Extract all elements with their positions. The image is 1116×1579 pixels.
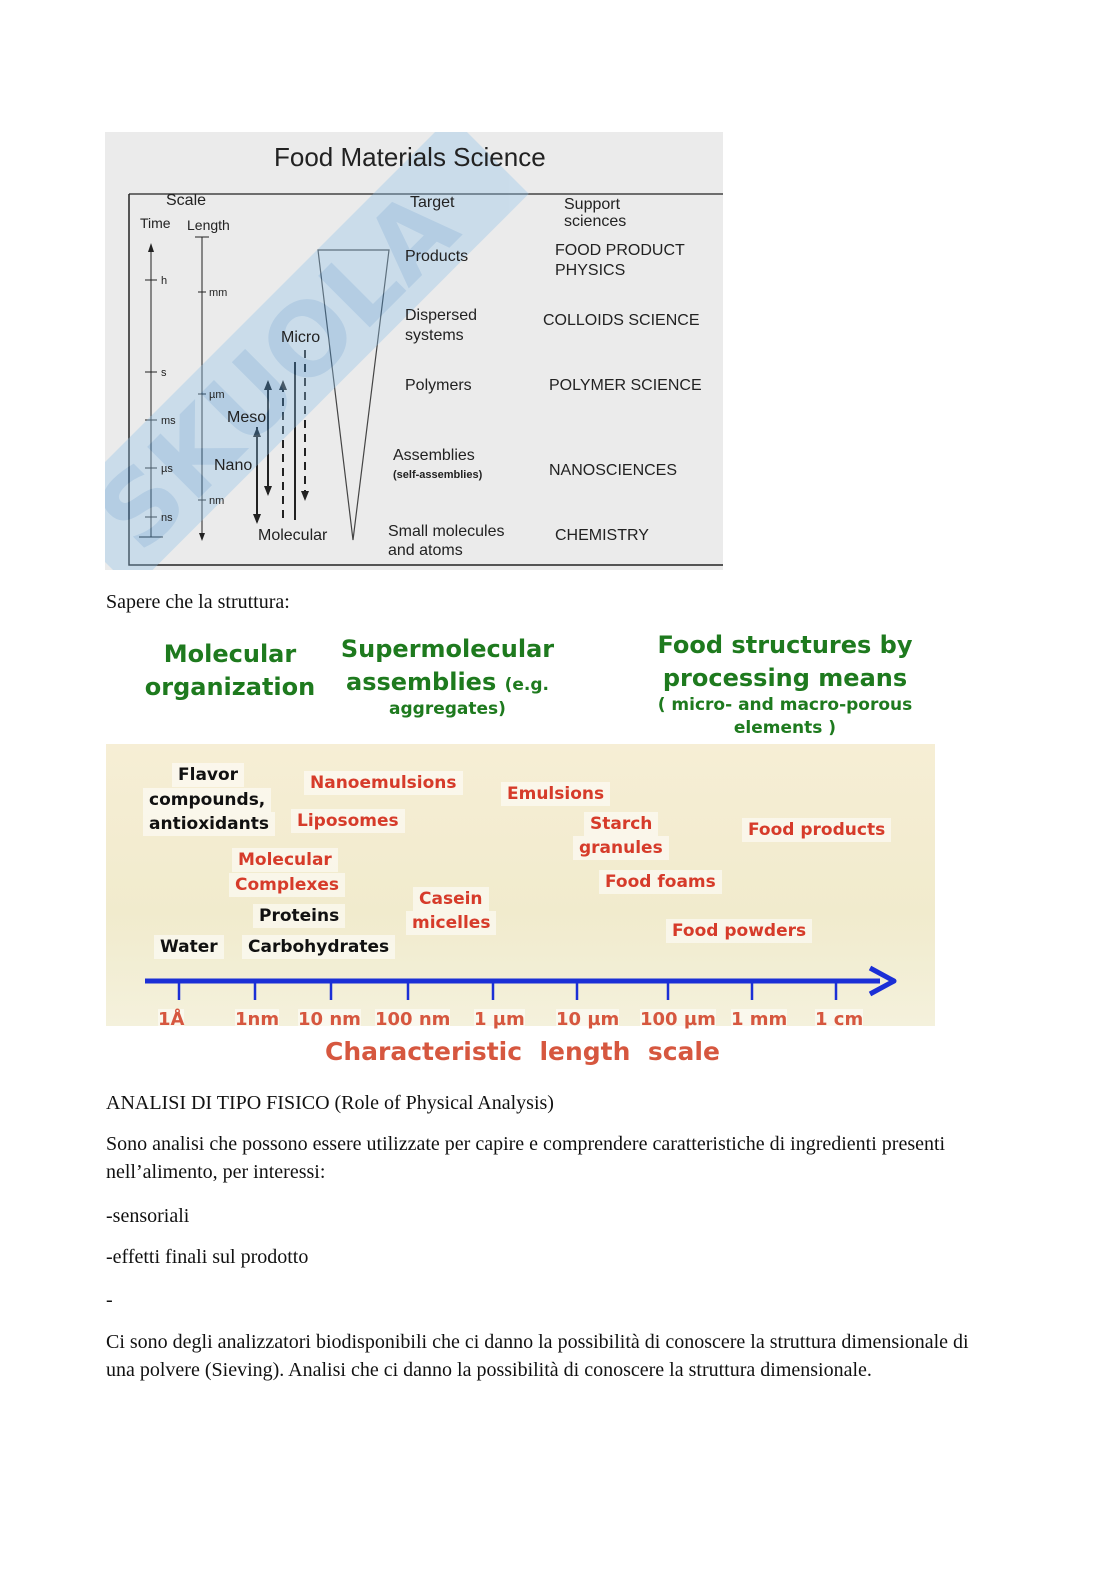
bullet-item: -effetti finali sul prodotto [106,1246,309,1268]
figure1-lines: SKUOLA [105,132,723,570]
target-label: and atoms [388,542,463,559]
paragraph: Sono analisi che possono essere utilizza… [106,1133,946,1183]
science-label: PHYSICS [555,262,626,279]
support-header-1: Support [564,196,621,213]
science-label: CHEMISTRY [555,527,649,544]
liposomes-label: Liposomes [291,809,405,833]
length-tick-label: mm [209,287,228,299]
header-molecular: organization [144,673,316,701]
food-foams-label: Food foams [599,870,722,894]
bullet-item: - [106,1289,113,1311]
flavor-label: Flavor [172,763,245,787]
target-label: Polymers [405,377,472,394]
level-label: Micro [281,329,321,346]
support-header-2: sciences [564,213,627,230]
axis-tick-label: 100 nm [375,1009,451,1030]
food-materials-science-figure: SKUOLA Food Materials Science Scale Time… [105,132,723,570]
casein-label: micelles [406,911,497,935]
food-powders-label: Food powders [666,919,813,943]
length-tick-label: nm [209,495,225,507]
emulsions-label: Emulsions [501,782,611,806]
target-header: Target [410,194,455,211]
molecular-complexes-label: Complexes [229,873,346,897]
axis-title: Characteristic length scale [325,1037,720,1066]
science-label: POLYMER SCIENCE [549,377,702,394]
header-food-structures: Food structures by [657,631,913,659]
time-tick-label: µs [161,463,173,475]
header-supermolecular: Supermolecular [340,635,555,663]
time-tick-label: ms [161,415,176,427]
molecular-complexes-label: Molecular [232,848,338,872]
nanoemulsions-label: Nanoemulsions [304,771,463,795]
caption: Sapere che la struttura: [106,591,290,613]
axis-tick-label: 1 cm [815,1009,864,1030]
casein-label: Casein [413,887,489,911]
food-products-label: Food products [742,818,892,842]
header-food-structures: ( micro- and macro-porous [657,695,913,715]
header-molecular: Molecular [163,640,297,668]
time-tick-label: s [161,367,167,379]
science-label: FOOD PRODUCT [555,242,685,259]
flavor-label: antioxidants [143,812,275,836]
axis-tick-label: 1 mm [731,1009,788,1030]
figure1-title: Food Materials Science [274,142,546,172]
carbohydrates-label: Carbohydrates [242,935,396,959]
level-label: Molecular [258,527,328,544]
paragraph: Ci sono degli analizzatori biodisponibil… [106,1331,969,1381]
header-supermolecular: assemblies (e.g. [330,668,565,696]
axis-tick-label: 1Å [158,1009,185,1030]
header-food-structures: elements ) [733,718,837,738]
axis-tick-label: 100 µm [640,1009,716,1030]
header-food-structures: processing means [662,664,908,692]
axis-tick-label: 1 µm [474,1009,525,1030]
section-heading: ANALISI DI TIPO FISICO (Role of Physical… [106,1092,554,1114]
scale-header: Scale [166,192,207,209]
level-label: Nano [214,457,253,474]
axis-tick-label: 10 µm [556,1009,620,1030]
time-tick-label: h [161,275,168,287]
bullet-item: -sensoriali [106,1205,190,1227]
axis-tick-label: 10 nm [298,1009,361,1030]
header-supermolecular-small: (e.g. [504,675,549,695]
header-supermolecular-main: assemblies [346,668,497,696]
target-label: (self-assemblies) [393,469,483,481]
time-tick-label: ns [161,512,173,524]
time-header: Time [140,215,171,231]
flavor-label: compounds, [143,788,272,812]
axis-tick-label: 1nm [235,1009,280,1030]
proteins-label: Proteins [253,904,346,928]
target-label: Assemblies [393,447,475,464]
target-label: Products [405,248,469,265]
header-supermolecular: aggregates) [389,699,506,719]
level-label: Meso [227,409,267,426]
target-label: Small molecules [388,523,505,540]
target-label: systems [405,327,464,344]
length-header: Length [187,217,230,233]
water-label: Water [154,935,224,959]
science-label: COLLOIDS SCIENCE [543,312,700,329]
length-tick-label: µm [209,389,225,401]
starch-label: Starch [584,812,659,836]
science-label: NANOSCIENCES [549,462,678,479]
target-label: Dispersed [405,307,478,324]
starch-label: granules [573,836,669,860]
